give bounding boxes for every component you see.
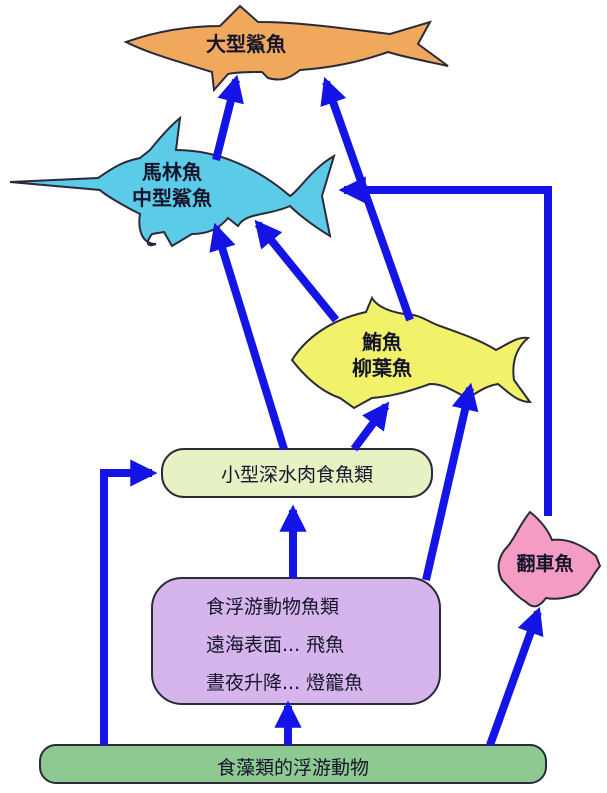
- plankton-fish-line1: 遠海表面... 飛魚: [206, 634, 345, 656]
- large-shark-shape: [123, 4, 449, 93]
- sunfish-shape: [497, 510, 602, 608]
- arrow-deep-to-marlin: [209, 222, 288, 451]
- arrow-tuna-to-marlin: [254, 219, 340, 323]
- tuna-shape: [290, 295, 532, 410]
- large-shark-label: 大型鯊魚: [206, 32, 286, 56]
- tuna-label: 鮪魚: [362, 330, 402, 354]
- arrow-deep-to-tuna: [350, 401, 390, 452]
- zooplankton-box-shape: [39, 744, 547, 784]
- deep-sea-box-shape: [161, 448, 433, 498]
- mid-shark-label: 中型鯊魚: [132, 186, 212, 210]
- arrow-zoo-to-deep: [100, 459, 158, 745]
- saury-label: 柳葉魚: [352, 356, 412, 380]
- marlin-label: 馬林魚: [142, 160, 202, 184]
- marlin-shape: [9, 115, 336, 248]
- sunfish-label: 翻車魚: [516, 553, 574, 575]
- plankton-fish-title: 食浮游動物魚類: [206, 596, 340, 618]
- plankton-fish-line2: 晝夜升降... 燈籠魚: [206, 672, 364, 694]
- arrow-tuna-to-shark: [320, 76, 414, 322]
- arrow-plankton-to-tuna: [422, 382, 479, 581]
- zooplankton-box-label: 食藻類的浮游動物: [216, 757, 369, 779]
- arrow-zoo-to-sunfish: [486, 606, 544, 747]
- arrow-sunfish-to-marlin: [338, 176, 552, 516]
- deep-sea-box-label: 小型深水肉食魚類: [220, 464, 373, 486]
- arrow-marlin-to-shark: [212, 74, 244, 161]
